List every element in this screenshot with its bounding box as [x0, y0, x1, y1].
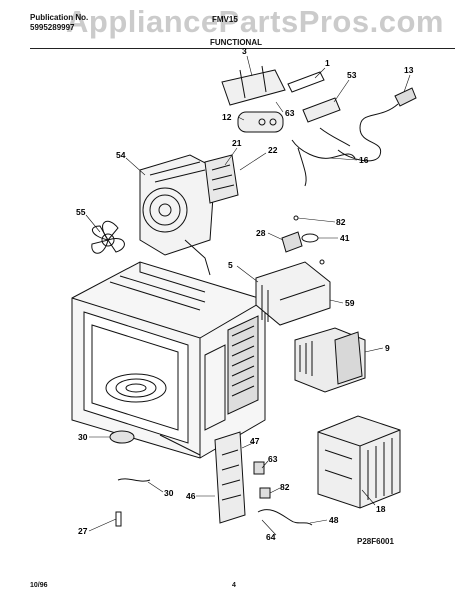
interlock-drawing [214, 431, 313, 526]
publication-number: 5995289997 [30, 23, 75, 32]
capacitor-bracket-drawing [221, 65, 286, 133]
callout-41: 41 [340, 233, 350, 243]
callout-1: 1 [325, 58, 330, 68]
callout-12: 12 [222, 112, 232, 122]
callout-16: 16 [359, 155, 369, 165]
callout-53: 53 [347, 70, 357, 80]
drawing-code: P28F6001 [357, 537, 394, 546]
callout-48: 48 [329, 515, 339, 525]
callout-54: 54 [116, 150, 126, 160]
callout-64: 64 [266, 532, 276, 542]
callout-22: 22 [268, 145, 278, 155]
callout-63-bottom: 63 [268, 454, 278, 464]
header-rule [30, 48, 455, 49]
callout-5: 5 [228, 260, 233, 270]
power-cord-drawing [319, 87, 417, 162]
callout-18: 18 [376, 504, 386, 514]
callout-30-bottom: 30 [164, 488, 174, 498]
footer-date: 10/96 [30, 582, 48, 589]
fan-motor-drawing [139, 154, 216, 276]
magnetron-drawing [294, 327, 366, 393]
bracket-drawing [204, 154, 239, 204]
callout-47: 47 [250, 436, 260, 446]
callout-27: 27 [78, 526, 88, 536]
watermark: AppliancePartsPros.com [66, 4, 444, 39]
callout-3: 3 [242, 46, 247, 56]
callout-28: 28 [256, 228, 266, 238]
callout-82-bottom: 82 [280, 482, 290, 492]
thermal-cutout-drawing [281, 215, 325, 265]
callout-9: 9 [385, 343, 390, 353]
model-number: FMV15 [212, 15, 238, 24]
leader-lines [85, 55, 411, 536]
fuse-drawing [287, 71, 341, 123]
callout-30-top: 30 [78, 432, 88, 442]
callout-55: 55 [76, 207, 86, 217]
fan-blade-drawing [91, 220, 125, 254]
small-parts-drawing [109, 430, 151, 527]
cabinet-drawing [71, 261, 266, 459]
footer-page-number: 4 [232, 582, 236, 589]
section-title: FUNCTIONAL [210, 38, 262, 47]
harness-drawing [291, 139, 356, 187]
callout-82-top: 82 [336, 217, 346, 227]
board-bracket-drawing [255, 261, 331, 326]
callout-21: 21 [232, 138, 242, 148]
callout-13: 13 [404, 65, 414, 75]
transformer-drawing [317, 415, 401, 509]
publication-label: Publication No. [30, 13, 89, 22]
callout-59: 59 [345, 298, 355, 308]
callout-46: 46 [186, 491, 196, 501]
callout-labels: 3 1 53 13 63 12 21 22 16 54 82 55 28 41 … [76, 46, 414, 542]
callout-63-top: 63 [285, 108, 295, 118]
